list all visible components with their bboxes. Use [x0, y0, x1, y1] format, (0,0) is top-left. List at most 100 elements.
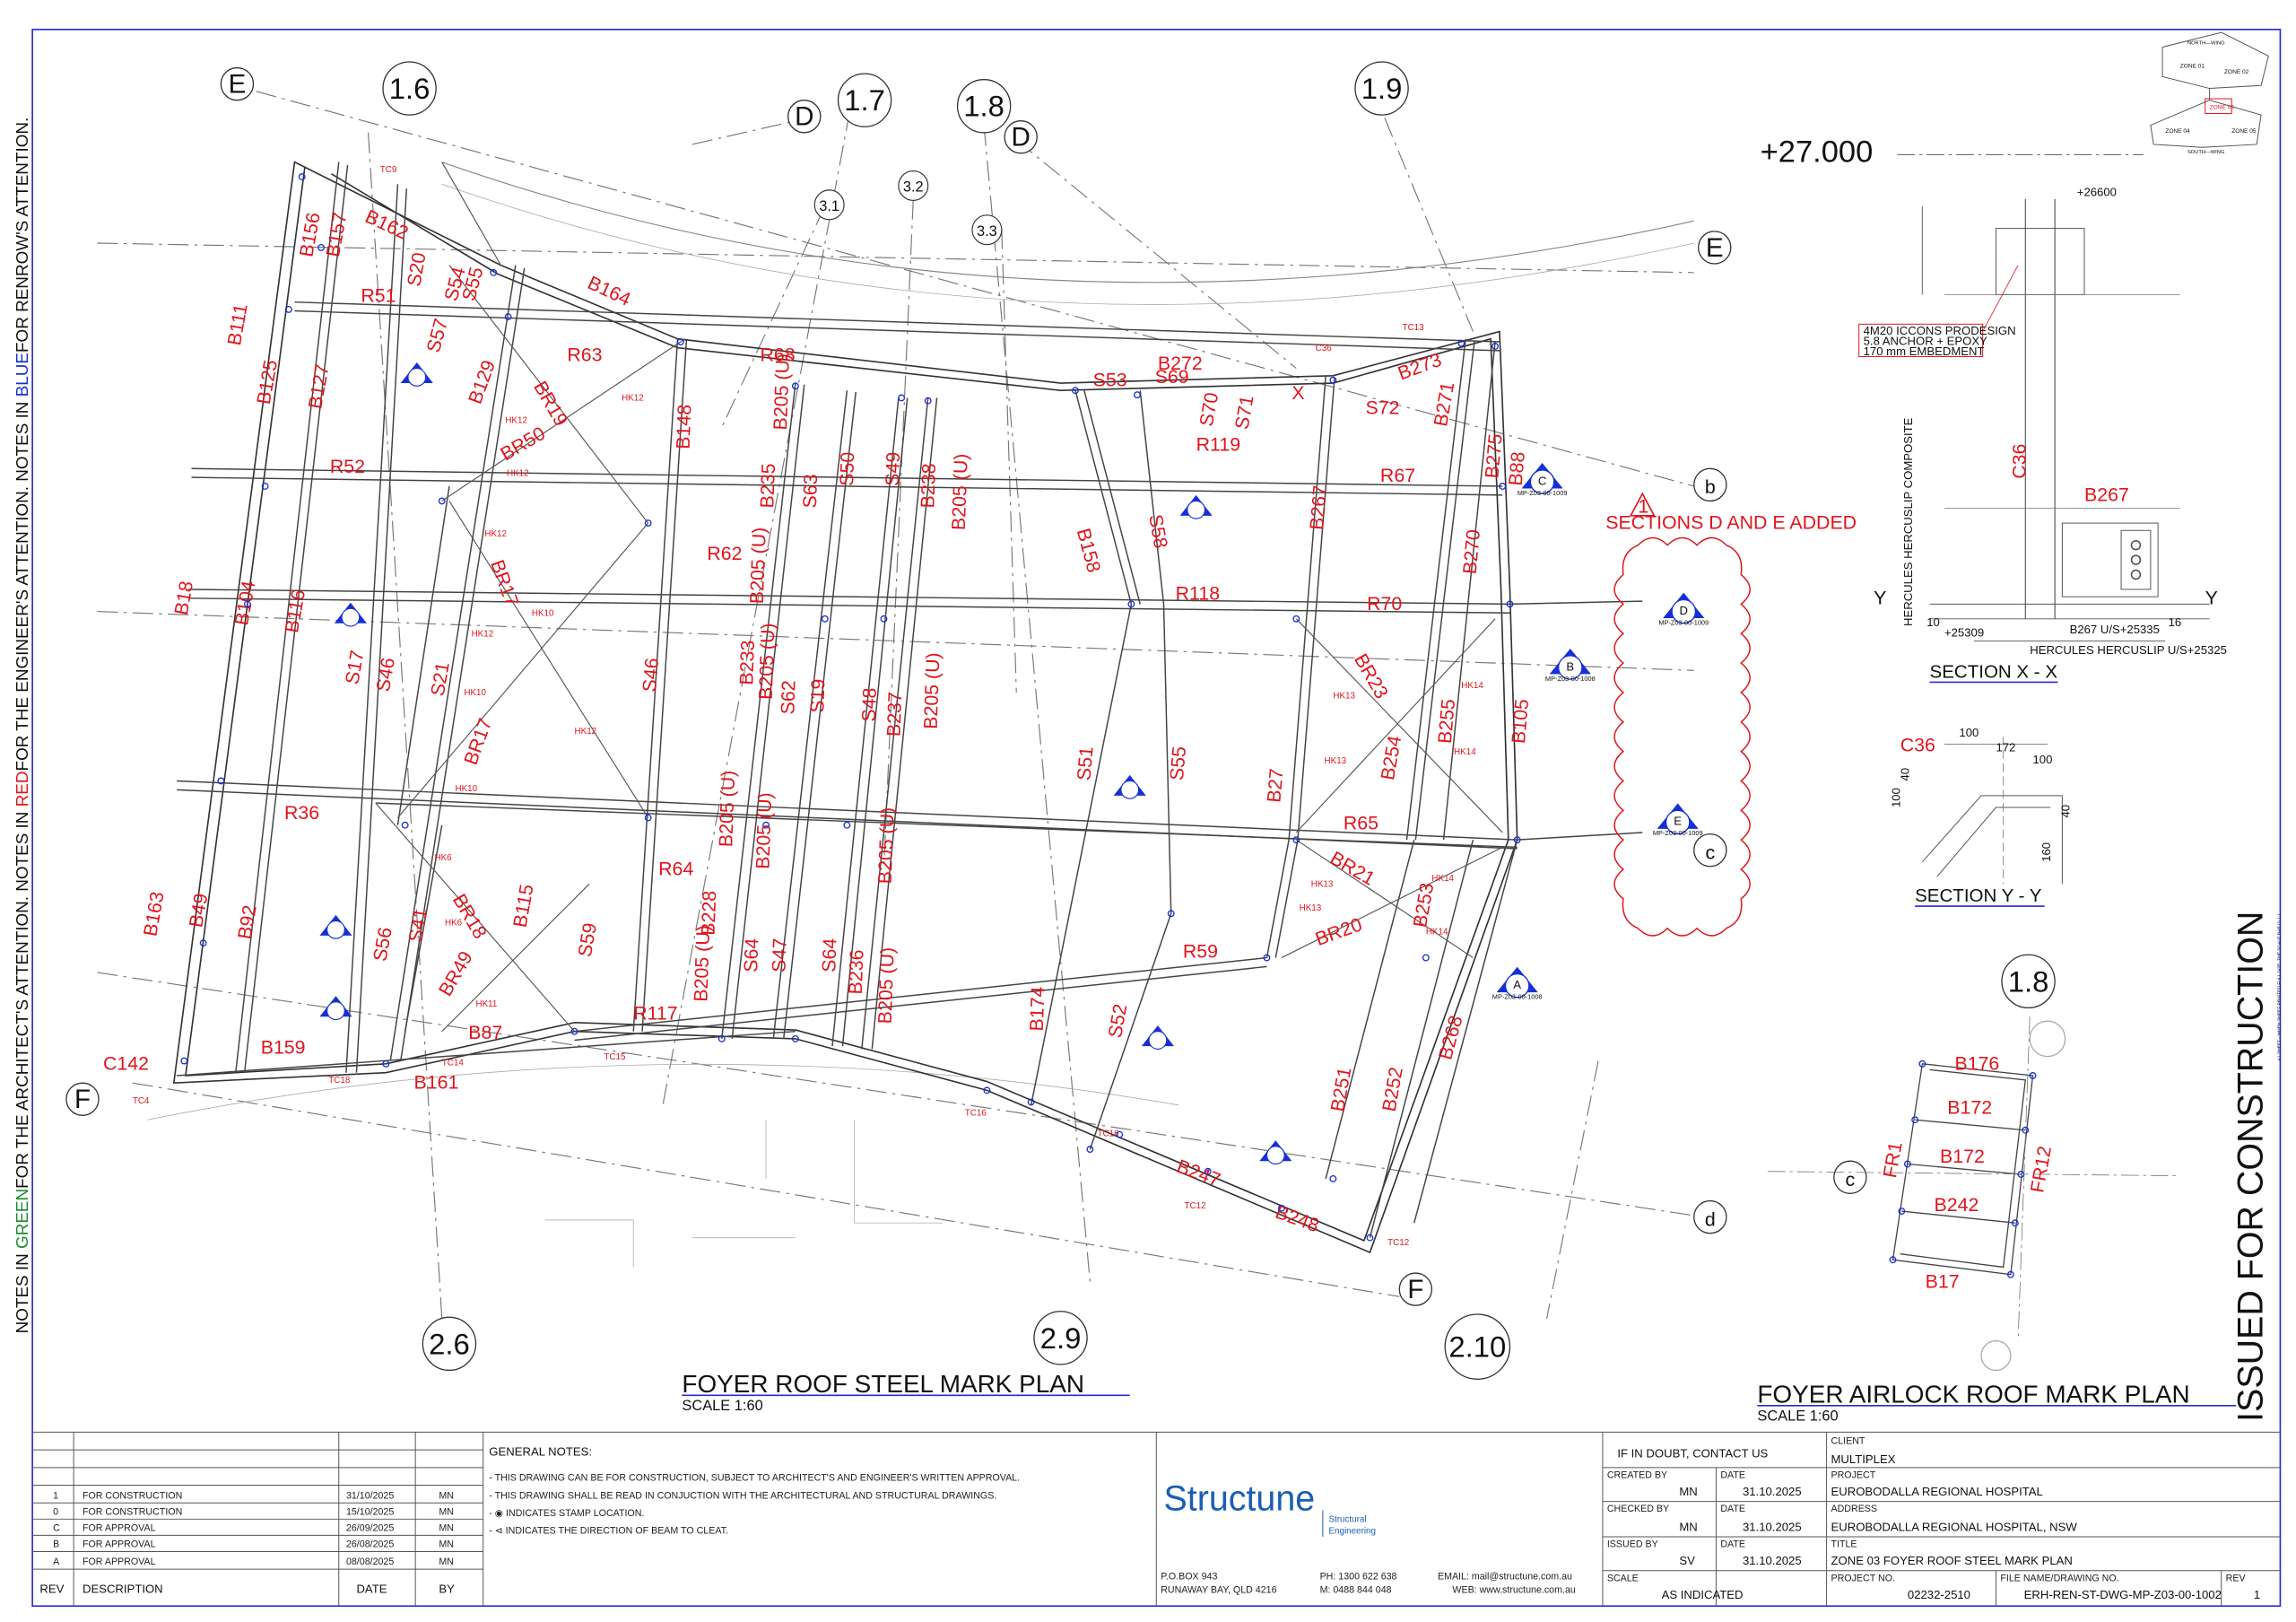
grid-bubble	[2001, 954, 2056, 1009]
sub-grid-bubble	[898, 170, 929, 201]
member-label: R36	[284, 802, 319, 824]
sub-grid-bubble	[813, 189, 845, 221]
member-label: B205 (U)	[874, 807, 899, 884]
svg-text:16: 16	[2169, 615, 2182, 629]
stamp-location-dot	[762, 821, 770, 829]
svg-text:ERH-REN-ST-DWG-MP-Z03-00-1002: ERH-REN-ST-DWG-MP-Z03-00-1002	[2024, 1588, 2222, 1601]
stamp-location-dot	[644, 519, 652, 527]
sub-grid-label: 3.1	[819, 198, 839, 214]
stamp-location-dot	[791, 1034, 799, 1042]
svg-text:170 mm EMBEDMENT: 170 mm EMBEDMENT	[1864, 344, 1985, 358]
svg-text:31.10.2025: 31.10.2025	[1743, 1485, 1802, 1498]
svg-text:REV: REV	[2226, 1573, 2247, 1583]
svg-text:SV: SV	[1679, 1554, 1695, 1567]
svg-text:100: 100	[1890, 788, 1903, 807]
svg-text:1: 1	[2254, 1588, 2260, 1601]
grid-bubble-label: 1.6	[389, 72, 430, 105]
svg-text:4M20 ICCONS PRODESIGN: 4M20 ICCONS PRODESIGN	[1864, 324, 2016, 337]
member-label: B205 (U)	[715, 770, 739, 847]
stamp-location-dot	[382, 1060, 390, 1068]
stamp-location-dot	[1457, 339, 1465, 347]
section-marker-ref: MP-Z03-00-1008	[1492, 993, 1543, 1001]
section-marker[interactable]: CMP-Z03-00-1009	[1518, 463, 1568, 497]
airlock-title: FOYER AIRLOCK ROOF MARK PLAN	[1757, 1381, 2189, 1408]
stamp-location-dot	[1116, 1130, 1124, 1138]
grid-letter-bubble	[1004, 120, 1038, 154]
stamp-location-dot	[644, 814, 652, 822]
rev-date: 26/09/2025	[346, 1522, 394, 1533]
stamp-location-dot	[1911, 1116, 1919, 1124]
stamp-location-dot	[1422, 954, 1430, 962]
section-marker[interactable]: DMP-Z03-00-1009	[1658, 592, 1709, 626]
hook-tag: HK10	[532, 609, 554, 619]
side-note: NOTES IN GREENFOR THE ARCHITECT'S ATTENT…	[13, 118, 32, 1334]
grid-letter: D	[1012, 123, 1031, 153]
stamp-location-dot	[570, 1027, 578, 1035]
svg-text:HERCULES HERCUSLIP U/S+25325: HERCULES HERCUSLIP U/S+25325	[2030, 643, 2227, 657]
section-marker[interactable]: EMP-Z03-00-1009	[1653, 803, 1703, 837]
svg-text:MULTIPLEX: MULTIPLEX	[1831, 1452, 1896, 1466]
grid-letter: E	[229, 69, 247, 99]
member-label: S63	[799, 474, 822, 509]
stamp-location-dot	[821, 615, 829, 623]
member-label: S19	[806, 678, 829, 713]
svg-text:FILE NAME/DRAWING NO.: FILE NAME/DRAWING NO.	[2000, 1573, 2118, 1583]
stamp-location-dot	[791, 382, 799, 390]
member-label: S50	[836, 451, 858, 486]
stamp-location-dot	[217, 777, 225, 785]
hook-tag: HK11	[475, 999, 497, 1009]
svg-text:ADDRESS: ADDRESS	[1831, 1504, 1878, 1514]
section-marker[interactable]: AMP-Z03-00-1008	[1492, 966, 1543, 1001]
date-header: DATE	[356, 1582, 387, 1595]
grid-letter-bubble	[1398, 1272, 1433, 1306]
company-logo: Structune	[1163, 1478, 1315, 1518]
member-label: B174	[1026, 986, 1049, 1032]
rev-date: 26/08/2025	[346, 1539, 394, 1550]
stamp-location-dot	[676, 338, 684, 345]
svg-text:DATE: DATE	[1720, 1539, 1745, 1550]
grid-lines	[97, 91, 1694, 1320]
airlock-member-label: B242	[1934, 1194, 1979, 1216]
cleat-tag: TC14	[442, 1058, 465, 1068]
stamp-location-dot	[1918, 1060, 1926, 1068]
stamp-location-dot	[1513, 836, 1521, 844]
svg-text:100: 100	[2033, 753, 2053, 766]
rev-by: MN	[439, 1506, 454, 1517]
svg-text:SECTIONS D AND E ADDED: SECTIONS D AND E ADDED	[1605, 512, 1857, 534]
svg-text:PROJECT: PROJECT	[1831, 1469, 1876, 1480]
svg-text:ISSUED BY: ISSUED BY	[1607, 1539, 1658, 1550]
svg-text:SECTION Y - Y: SECTION Y - Y	[1915, 885, 2042, 906]
cleat-tag: TC13	[1403, 323, 1425, 333]
member-label: B255	[1434, 698, 1459, 745]
cleat-tag: TC12	[1184, 1201, 1205, 1211]
hook-tag: HK12	[575, 727, 597, 737]
section-marker[interactable]: BMP-Z03-00-1008	[1545, 648, 1596, 683]
member-label: B275	[1481, 432, 1506, 479]
airlock-member-label: B17	[1926, 1270, 1960, 1292]
grid-letter: c	[1846, 1169, 1856, 1190]
member-label: R117	[633, 1003, 677, 1025]
stamp-location-dot	[2017, 1171, 2025, 1178]
member-label: S47	[768, 937, 790, 972]
svg-text:WEB: www.structune.com.au: WEB: www.structune.com.au	[1452, 1584, 1575, 1595]
hook-tag: HK13	[1325, 756, 1347, 766]
stamp-location-dot	[199, 939, 207, 947]
svg-text:+25309: +25309	[1944, 626, 1984, 640]
stamp-marker-ring	[326, 920, 345, 939]
member-label: B236	[845, 949, 868, 995]
grid-letter: b	[1705, 476, 1716, 498]
svg-text:NORTH—WING: NORTH—WING	[2187, 40, 2225, 46]
plan-structure	[97, 91, 1751, 1320]
stamp-location-dot	[298, 173, 306, 181]
stamp-location-dot	[898, 394, 906, 402]
section-markers: CMP-Z03-00-1009DMP-Z03-00-1009BMP-Z03-00…	[180, 173, 1709, 1242]
stamp-location-dot	[504, 313, 512, 321]
svg-text:Engineering: Engineering	[1328, 1527, 1376, 1537]
company-block: Structune Structural Engineering P.O.BOX…	[1161, 1478, 1576, 1595]
description-header: DESCRIPTION	[83, 1582, 163, 1595]
stamp-location-dot	[180, 1057, 188, 1065]
section-marker-letter: B	[1566, 659, 1574, 673]
